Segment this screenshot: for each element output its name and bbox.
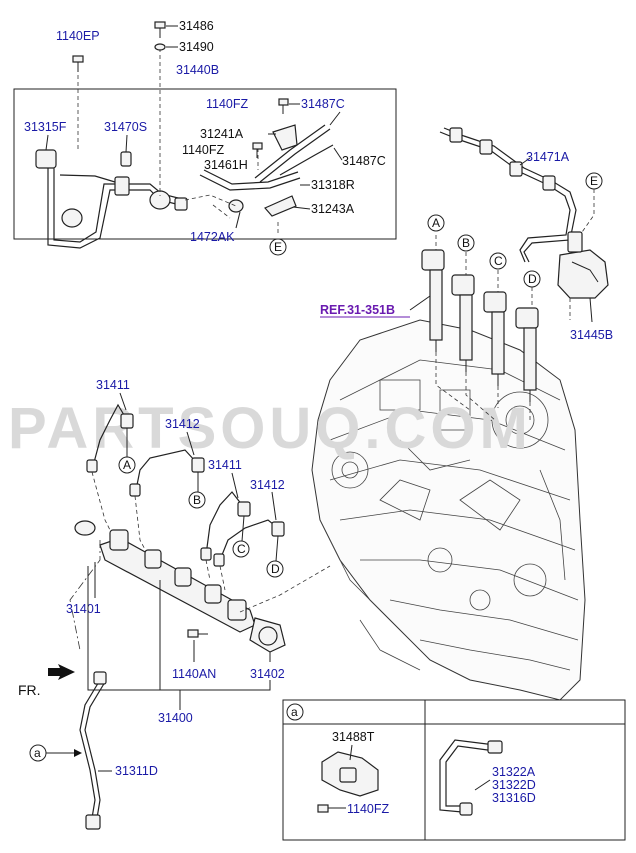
bracket-31243a-part bbox=[264, 195, 297, 217]
label-31486: 31486 bbox=[179, 19, 214, 33]
label-1472ak: 1472AK bbox=[190, 230, 235, 244]
hose-31322-part bbox=[439, 739, 503, 816]
label-31470s: 31470S bbox=[104, 120, 147, 134]
callout-c-pipe: C bbox=[237, 542, 246, 556]
callout-c-pipe-circle bbox=[232, 540, 250, 558]
callout-d-pipe-circle bbox=[266, 560, 284, 578]
callout-a-pipe: A bbox=[123, 458, 131, 472]
callout-d-pipe: D bbox=[271, 562, 280, 576]
callout-b-injector-circle bbox=[457, 234, 475, 252]
label-31400: 31400 bbox=[158, 711, 193, 725]
callout-a-injector-circle bbox=[427, 214, 445, 232]
injector-b-part bbox=[451, 274, 475, 372]
callout-a-injector: A bbox=[432, 216, 440, 230]
label-31487c-bottom: 31487C bbox=[342, 154, 386, 168]
label-1140fz-top: 1140FZ bbox=[206, 97, 249, 111]
label-31318r: 31318R bbox=[311, 178, 355, 192]
label-31311d: 31311D bbox=[115, 764, 158, 778]
assembly-box-31440b bbox=[13, 88, 397, 240]
label-31471a: 31471A bbox=[526, 150, 570, 164]
injector-a-part bbox=[421, 249, 445, 352]
callout-c-injector: C bbox=[494, 254, 503, 268]
label-31411-top: 31411 bbox=[96, 378, 130, 392]
label-31490: 31490 bbox=[179, 40, 214, 54]
label-1140fz-detail: 1140FZ bbox=[347, 802, 390, 816]
bracket-31488t-part bbox=[321, 751, 379, 797]
washer-31490-icon bbox=[154, 43, 166, 51]
detail-box-a bbox=[282, 699, 626, 841]
callout-a-detail-circle bbox=[286, 703, 304, 721]
label-31316d: 31316D bbox=[492, 791, 536, 805]
engine-block-drawing bbox=[311, 319, 586, 701]
label-31488t: 31488T bbox=[332, 730, 375, 744]
label-31440b: 31440B bbox=[176, 63, 219, 77]
injector-d-part bbox=[515, 307, 539, 402]
label-31241a: 31241A bbox=[200, 127, 244, 141]
callout-a-detail: a bbox=[291, 705, 298, 719]
label-31402: 31402 bbox=[250, 667, 285, 681]
valve-31445b-part bbox=[557, 231, 609, 299]
bolt-1140an-icon bbox=[187, 629, 208, 638]
label-31401: 31401 bbox=[66, 602, 101, 616]
watermark-text: PARTSOUQ.COM bbox=[8, 396, 532, 461]
bolt-1140fz-mid-icon bbox=[252, 142, 263, 158]
bolt-31486-icon bbox=[154, 21, 166, 38]
label-31315f: 31315F bbox=[24, 120, 67, 134]
front-label: FR. bbox=[18, 682, 41, 698]
feed-pipe-31311d-part bbox=[79, 671, 107, 830]
callout-e-circle bbox=[269, 238, 287, 256]
label-31322d: 31322D bbox=[492, 778, 536, 792]
label-31411-bottom: 31411 bbox=[208, 458, 242, 472]
injector-c-part bbox=[483, 291, 507, 386]
return-line-31471a bbox=[439, 127, 577, 263]
callout-b-pipe-circle bbox=[188, 491, 206, 509]
pressure-sensor-31401-part bbox=[74, 520, 96, 536]
label-1140fz-mid: 1140FZ bbox=[182, 143, 225, 157]
hose-clip-part bbox=[35, 149, 57, 169]
label-31461h: 31461H bbox=[204, 158, 248, 172]
label-31487c-top: 31487C bbox=[301, 97, 345, 111]
label-31322a: 31322A bbox=[492, 765, 536, 779]
callout-a-feed: a bbox=[34, 746, 41, 760]
label-31445b: 31445B bbox=[570, 328, 613, 342]
clamp-1472ak-part bbox=[228, 199, 244, 213]
common-rail-31400-part bbox=[74, 520, 286, 653]
bolt-1140ep-icon bbox=[72, 55, 84, 72]
bolt-1140fz-top-icon bbox=[278, 98, 289, 114]
label-31243a: 31243A bbox=[311, 202, 355, 216]
front-arrow-icon bbox=[48, 664, 75, 680]
bolt-1140fz-detail-icon bbox=[317, 804, 340, 813]
hose-fitting-part bbox=[61, 208, 83, 228]
callout-d-injector-circle bbox=[523, 270, 541, 288]
callout-c-injector-circle bbox=[489, 252, 507, 270]
callout-e-label: E bbox=[274, 240, 282, 254]
label-31412-top: 31412 bbox=[165, 417, 200, 431]
label-1140ep: 1140EP bbox=[56, 29, 100, 43]
sensor-31470s-part bbox=[120, 151, 132, 167]
injection-pipes bbox=[86, 403, 285, 567]
label-31412-bottom: 31412 bbox=[250, 478, 285, 492]
callout-b-injector: B bbox=[462, 236, 470, 250]
callout-d-injector: D bbox=[528, 272, 537, 286]
bracket-31241a-part bbox=[272, 124, 298, 151]
callout-e-right-label: E bbox=[590, 174, 598, 188]
ref-31-351b-link[interactable]: REF.31-351B bbox=[320, 303, 395, 317]
return-hose-assembly bbox=[35, 124, 334, 249]
callout-b-pipe: B bbox=[193, 493, 201, 507]
label-1140an: 1140AN bbox=[172, 667, 216, 681]
